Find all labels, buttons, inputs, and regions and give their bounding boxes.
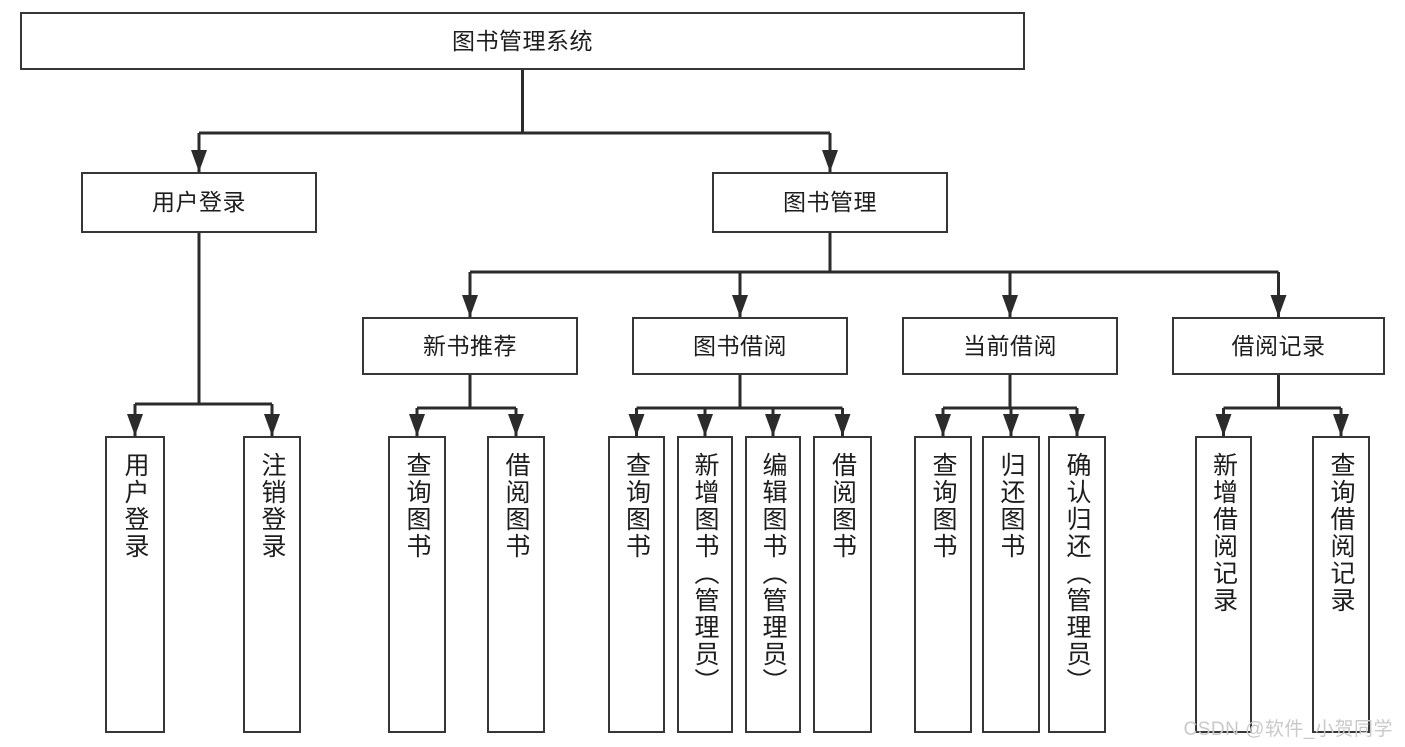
node-label-leaf-query-book-current: 查询图书 xyxy=(929,452,957,560)
node-leaf-edit-book-admin[interactable]: 编辑图书（管理员） xyxy=(745,436,801,733)
node-leaf-user-login[interactable]: 用户登录 xyxy=(105,436,165,733)
node-leaf-return-book[interactable]: 归还图书 xyxy=(982,436,1040,733)
arrowhead-leaf-query-book-current xyxy=(935,414,951,436)
node-label-leaf-confirm-return-admin: 确认归还（管理员） xyxy=(1063,452,1091,695)
node-label-leaf-borrow-book: 借阅图书 xyxy=(828,452,857,560)
arrowhead-leaf-add-borrow-record xyxy=(1215,414,1232,436)
node-leaf-borrow-book[interactable]: 借阅图书 xyxy=(813,436,872,733)
node-leaf-add-borrow-record[interactable]: 新增借阅记录 xyxy=(1195,436,1252,733)
node-user-login[interactable]: 用户登录 xyxy=(81,172,317,233)
arrowhead-leaf-edit-book-admin xyxy=(765,414,781,436)
node-leaf-borrow-book-recommend[interactable]: 借阅图书 xyxy=(487,436,545,733)
arrowhead-leaf-logout xyxy=(264,414,280,436)
arrowhead-leaf-confirm-return-admin xyxy=(1069,414,1085,436)
node-label-leaf-user-login: 用户登录 xyxy=(121,452,149,560)
node-leaf-add-book-admin[interactable]: 新增图书（管理员） xyxy=(677,436,733,733)
node-label-borrow-records: 借阅记录 xyxy=(1231,332,1326,359)
arrowhead-borrow-records xyxy=(1270,295,1287,317)
node-leaf-query-book-recommend[interactable]: 查询图书 xyxy=(388,436,446,733)
arrowhead-new-book-recommend xyxy=(462,295,478,317)
node-label-leaf-add-borrow-record: 新增借阅记录 xyxy=(1209,452,1238,614)
node-label-leaf-logout: 注销登录 xyxy=(258,452,286,560)
node-current-borrow[interactable]: 当前借阅 xyxy=(902,317,1118,375)
arrowhead-leaf-add-book-admin xyxy=(697,414,713,436)
node-label-leaf-return-book: 归还图书 xyxy=(997,452,1025,560)
arrowhead-current-borrow xyxy=(1002,295,1018,317)
arrowhead-book-management xyxy=(822,150,838,172)
arrowhead-leaf-user-login xyxy=(127,414,143,436)
arrowhead-leaf-borrow-book-recommend xyxy=(508,414,524,436)
node-book-management[interactable]: 图书管理 xyxy=(712,172,948,233)
arrowhead-leaf-query-book-recommend xyxy=(409,414,425,436)
node-label-leaf-query-borrow-record: 查询借阅记录 xyxy=(1327,452,1355,614)
node-label-leaf-add-book-admin: 新增图书（管理员） xyxy=(691,452,719,695)
node-label-leaf-query-book-recommend: 查询图书 xyxy=(403,452,431,560)
node-leaf-query-borrow-record[interactable]: 查询借阅记录 xyxy=(1312,436,1370,733)
node-label-book-management: 图书管理 xyxy=(783,189,877,216)
node-label-new-book-recommend: 新书推荐 xyxy=(423,332,517,359)
arrowhead-user-login xyxy=(191,150,207,172)
arrowhead-leaf-return-book xyxy=(1003,414,1019,436)
node-label-leaf-edit-book-admin: 编辑图书（管理员） xyxy=(759,452,787,695)
node-root[interactable]: 图书管理系统 xyxy=(20,12,1025,70)
node-label-user-login: 用户登录 xyxy=(152,189,246,216)
arrowhead-leaf-borrow-book xyxy=(834,414,851,436)
node-label-leaf-borrow-book-recommend: 借阅图书 xyxy=(502,452,530,560)
arrowhead-book-borrow xyxy=(732,295,748,317)
node-leaf-query-book-current[interactable]: 查询图书 xyxy=(914,436,972,733)
node-leaf-logout[interactable]: 注销登录 xyxy=(243,436,301,733)
node-book-borrow[interactable]: 图书借阅 xyxy=(632,317,848,375)
node-label-root: 图书管理系统 xyxy=(452,27,593,54)
node-leaf-query-book-borrow[interactable]: 查询图书 xyxy=(608,436,665,733)
node-label-book-borrow: 图书借阅 xyxy=(693,332,787,359)
node-borrow-records[interactable]: 借阅记录 xyxy=(1172,317,1385,375)
node-label-current-borrow: 当前借阅 xyxy=(963,332,1057,359)
node-leaf-confirm-return-admin[interactable]: 确认归还（管理员） xyxy=(1048,436,1106,733)
node-label-leaf-query-book-borrow: 查询图书 xyxy=(622,452,651,560)
arrowhead-leaf-query-book-borrow xyxy=(628,414,645,436)
arrowhead-leaf-query-borrow-record xyxy=(1333,414,1349,436)
node-new-book-recommend[interactable]: 新书推荐 xyxy=(362,317,578,375)
